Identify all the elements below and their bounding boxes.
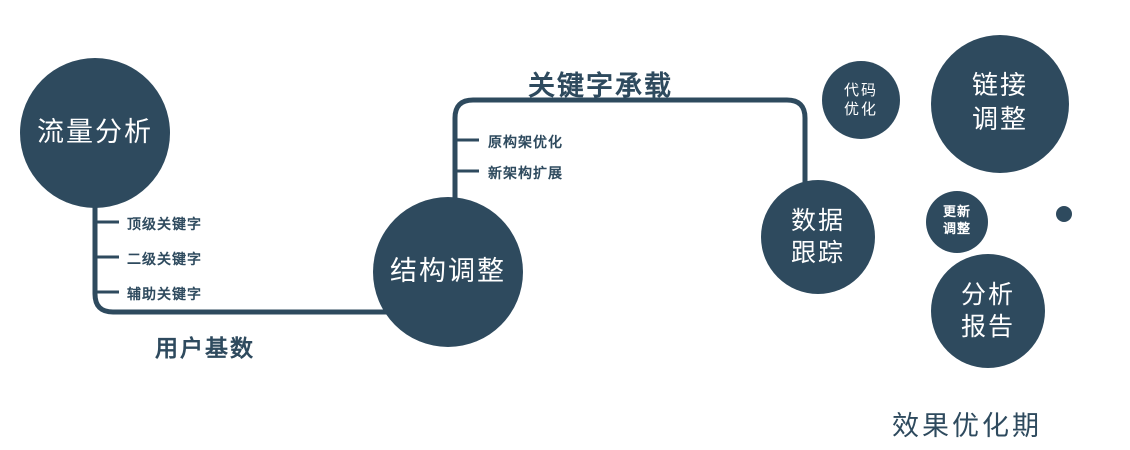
branch-label-secondary-keyword: 二级关键字 xyxy=(127,252,202,268)
node-code-optimization-line2: 优化 xyxy=(843,100,878,118)
node-traffic-analysis: 流量分析 xyxy=(20,58,170,208)
caption-effect-optimization-period: 效果优化期 xyxy=(892,411,1042,442)
node-link-adjustment-line2: 调整 xyxy=(971,105,1028,135)
node-traffic-analysis-label: 流量分析 xyxy=(37,117,153,149)
edge-keyword-load-path xyxy=(452,97,808,230)
node-code-optimization-line1: 代码 xyxy=(843,80,878,99)
node-update-adjustment-line1: 更新 xyxy=(942,205,971,221)
node-data-tracking-line1: 数据 xyxy=(790,205,845,235)
node-analysis-report-line2: 报告 xyxy=(960,312,1015,341)
edge-label-keyword-load: 关键字承载 xyxy=(528,71,673,102)
node-update-adjustment: 更新 调整 xyxy=(926,191,988,253)
node-analysis-report: 分析 报告 xyxy=(931,254,1045,368)
edge-user-base-path xyxy=(92,150,402,315)
node-data-tracking-line2: 跟踪 xyxy=(790,238,845,267)
node-code-optimization: 代码 优化 xyxy=(822,61,900,139)
bullet-dot xyxy=(1056,206,1072,222)
edge-label-user-base: 用户基数 xyxy=(155,336,255,362)
node-structure-adjustment: 结构调整 xyxy=(373,197,523,347)
branch-label-top-keyword: 顶级关键字 xyxy=(127,217,202,233)
branch-label-auxiliary-keyword: 辅助关键字 xyxy=(127,287,202,303)
node-data-tracking: 数据 跟踪 xyxy=(761,180,875,294)
node-link-adjustment: 链接 调整 xyxy=(931,35,1069,173)
node-link-adjustment-line1: 链接 xyxy=(971,71,1028,102)
branch-label-new-framework: 新架构扩展 xyxy=(488,166,563,182)
branch-label-original-framework: 原构架优化 xyxy=(488,135,563,151)
node-update-adjustment-line2: 调整 xyxy=(942,222,971,237)
node-analysis-report-line1: 分析 xyxy=(960,279,1015,309)
node-structure-adjustment-label: 结构调整 xyxy=(390,256,506,288)
